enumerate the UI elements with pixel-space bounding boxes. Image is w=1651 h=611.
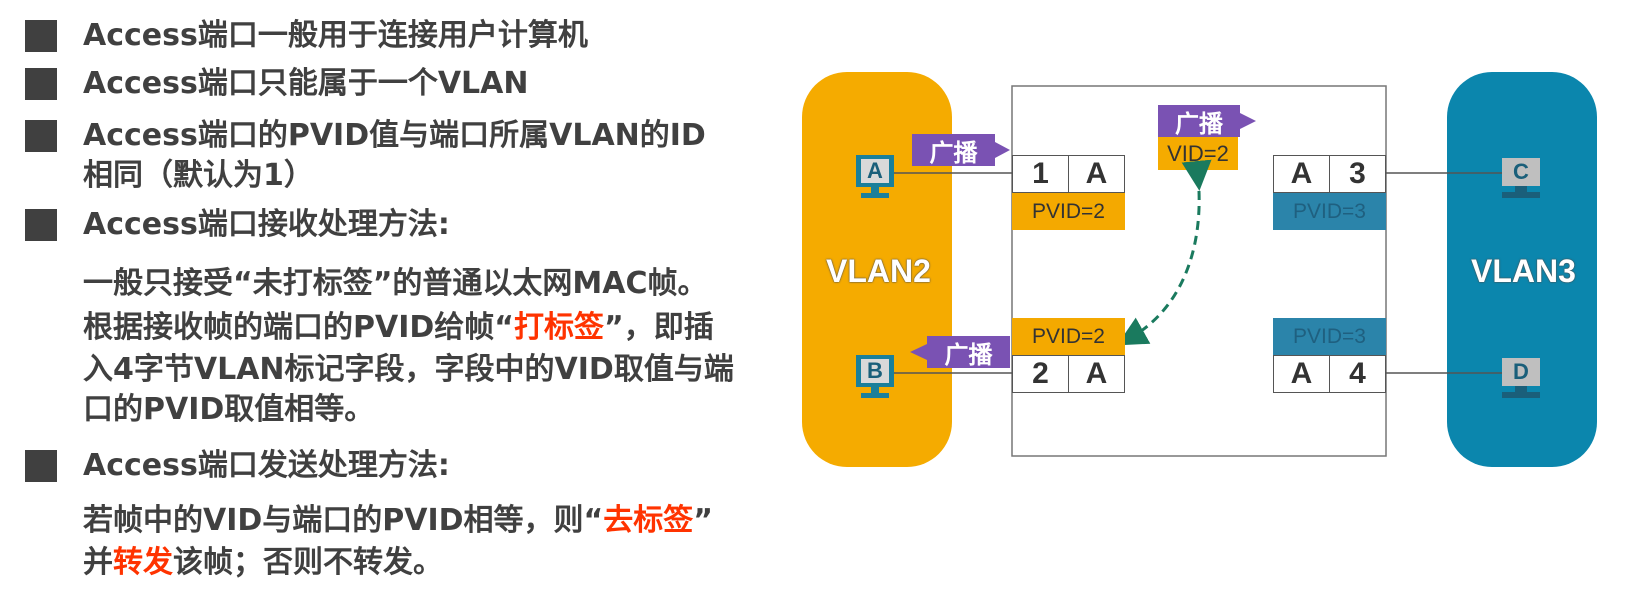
bullet-text: Access端口接收处理方法: bbox=[83, 207, 450, 242]
broadcast-label-a: 广播 bbox=[929, 138, 978, 167]
host-b-icon bbox=[856, 355, 894, 398]
broadcast-label-b: 广播 bbox=[944, 340, 993, 369]
host-d-icon bbox=[1502, 358, 1540, 398]
port-1-pvid: PVID=2 bbox=[1012, 193, 1125, 230]
host-a-icon bbox=[856, 155, 894, 198]
host-c-icon bbox=[1502, 158, 1540, 198]
port-2-number: 2 bbox=[1012, 355, 1069, 393]
port-3-host: A bbox=[1273, 155, 1330, 193]
broadcast-label-vid: 广播 bbox=[1175, 109, 1223, 138]
bullet-text: Access端口的PVID值与端口所属VLAN的ID bbox=[83, 118, 706, 153]
broadcast-tag-vid bbox=[1158, 105, 1256, 137]
bullet-text: Access端口一般用于连接用户计算机 bbox=[83, 18, 588, 53]
port-4-host: A bbox=[1273, 355, 1330, 393]
host-c-label: C bbox=[1513, 159, 1529, 184]
send-text: 并转发该帧；否则不转发。 bbox=[83, 545, 443, 580]
port-4-pvid: PVID=3 bbox=[1273, 318, 1386, 355]
receive-text: 一般只接受“未打标签”的普通以太网MAC帧。 bbox=[83, 266, 708, 301]
bullet-text: Access端口只能属于一个VLAN bbox=[83, 66, 529, 101]
port-2-pvid: PVID=2 bbox=[1012, 318, 1125, 355]
port-3-number: 3 bbox=[1329, 155, 1386, 193]
bullet-square bbox=[25, 120, 57, 152]
receive-text: 口的PVID取值相等。 bbox=[83, 392, 375, 427]
vlan2-label: VLAN2 bbox=[826, 253, 931, 289]
port-1-number: 1 bbox=[1012, 155, 1069, 193]
bullet-square bbox=[25, 209, 57, 241]
bullet-square bbox=[25, 68, 57, 100]
vlan2-zone bbox=[802, 72, 952, 467]
port-3-pvid: PVID=3 bbox=[1273, 193, 1386, 230]
bullet-square bbox=[25, 450, 57, 482]
port-1-host: A bbox=[1068, 155, 1125, 193]
port-2-host: A bbox=[1068, 355, 1125, 393]
receive-text: 根据接收帧的端口的PVID给帧“打标签”，即插 bbox=[83, 310, 714, 345]
vlan3-label: VLAN3 bbox=[1471, 253, 1576, 289]
receive-text: 入4字节VLAN标记字段，字段中的VID取值与端 bbox=[83, 352, 734, 387]
port-4-number: 4 bbox=[1329, 355, 1386, 393]
bullet-square bbox=[25, 20, 57, 52]
send-text: 若帧中的VID与端口的PVID相等，则“去标签” bbox=[83, 503, 713, 538]
host-a-label: A bbox=[867, 158, 883, 183]
tagging-arrow bbox=[1116, 159, 1212, 346]
vlan3-zone bbox=[1447, 72, 1597, 467]
host-b-label: B bbox=[867, 358, 883, 383]
broadcast-tag-b bbox=[910, 336, 1010, 368]
broadcast-tag-a bbox=[912, 134, 1010, 166]
vid-label: VID=2 bbox=[1167, 140, 1229, 166]
bullet-text: Access端口发送处理方法: bbox=[83, 448, 450, 483]
host-d-label: D bbox=[1513, 359, 1529, 384]
bullet-text: 相同（默认为1） bbox=[83, 158, 314, 193]
